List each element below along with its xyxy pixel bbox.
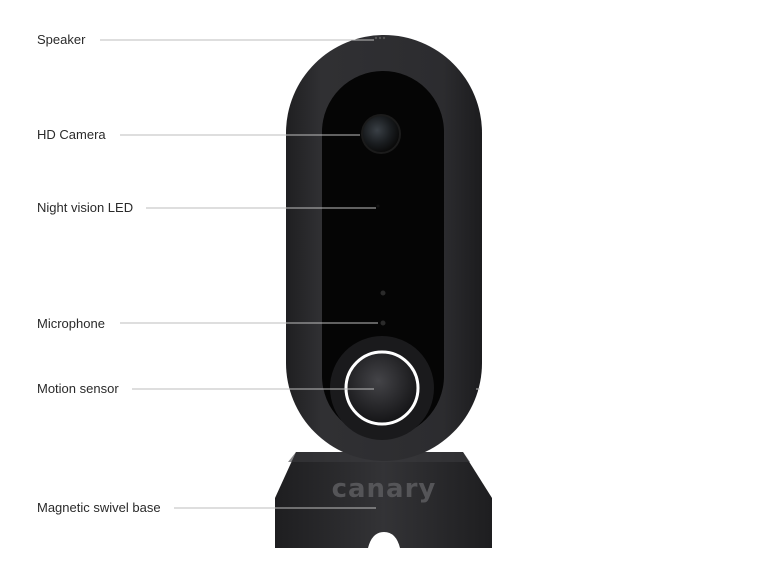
motion-sensor-graphic (330, 336, 434, 440)
callout-label-motion-sensor: Motion sensor (37, 381, 119, 396)
callout-label-hd-camera: HD Camera (37, 127, 106, 142)
callout-label-night-vision-led: Night vision LED (37, 200, 134, 215)
callout-label-microphone: Microphone (37, 316, 105, 331)
magnetic-swivel-base-graphic (275, 452, 492, 548)
hd-camera-lens (361, 114, 401, 154)
leader-lines (100, 39, 480, 509)
brand-logo: canary (332, 474, 437, 504)
microphone-holes (380, 290, 386, 326)
night-vision-led-dot (376, 204, 380, 208)
callout-label-speaker: Speaker (37, 32, 86, 47)
callout-label-magnetic-swivel-base: Magnetic swivel base (37, 500, 161, 515)
speaker-grille (374, 36, 386, 40)
